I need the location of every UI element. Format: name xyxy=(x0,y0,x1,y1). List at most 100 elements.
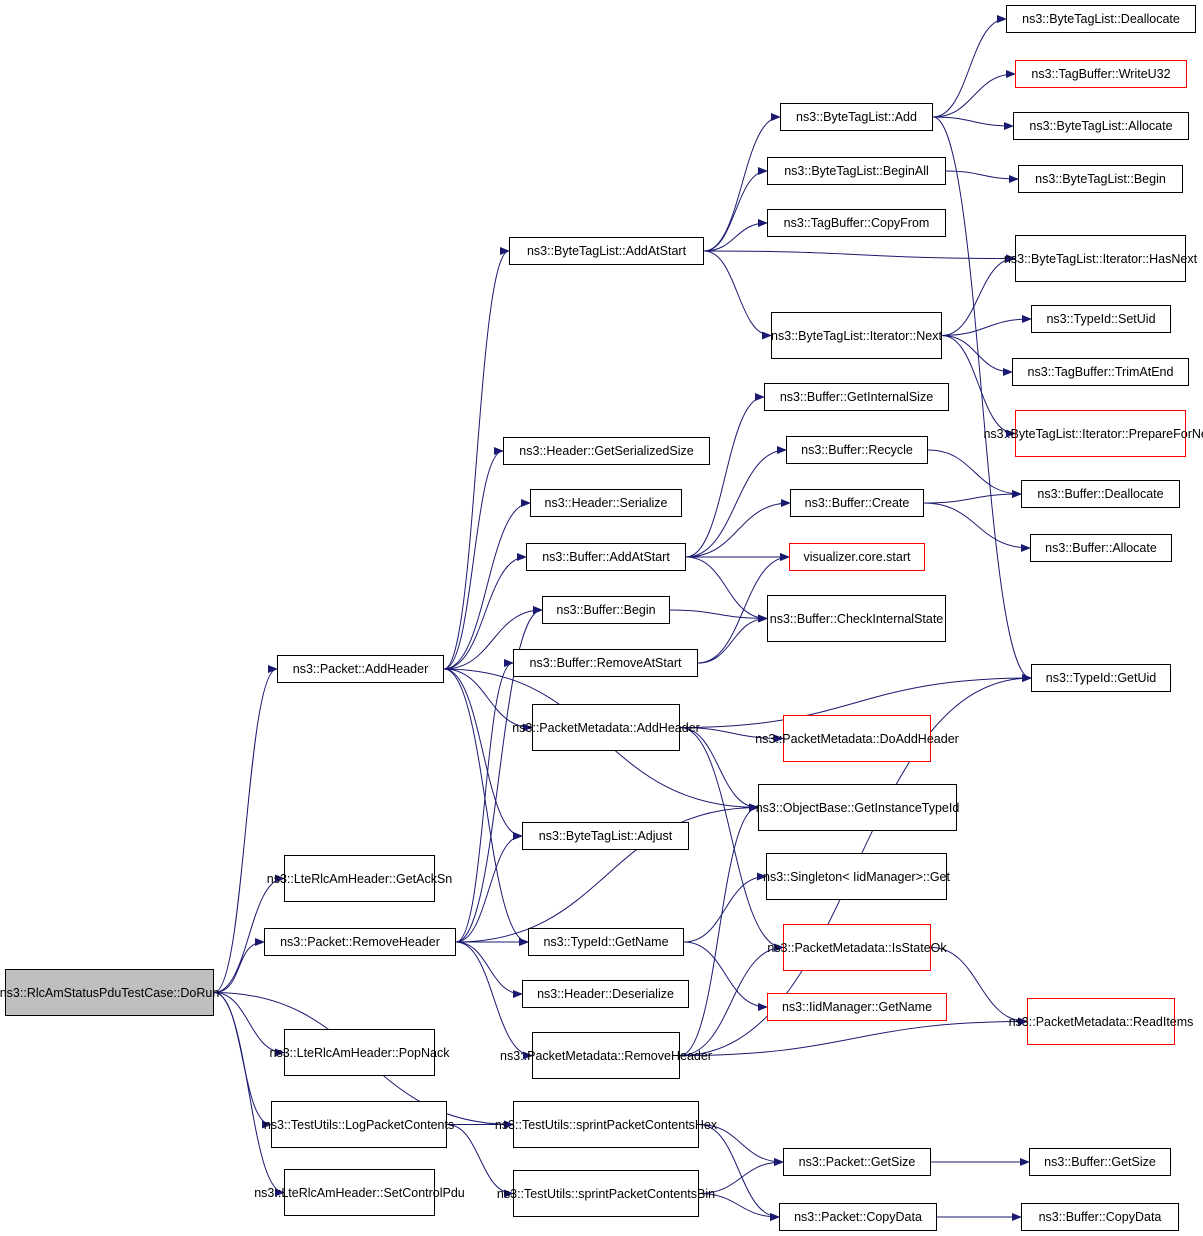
call-edge-tu_sprinthex-to-packet_getsize xyxy=(698,1124,784,1166)
node-label-line: ns3::TestUtils::sprintPacket xyxy=(496,1186,647,1201)
node-packet-getsize[interactable]: ns3::Packet::GetSize xyxy=(783,1148,931,1176)
node-label-line: ns3::ByteTagList::Adjust xyxy=(538,829,673,843)
node-buffer-recycle[interactable]: ns3::Buffer::Recycle xyxy=(786,436,928,464)
call-edge-buffer_create-to-buffer_allocate xyxy=(923,502,1031,552)
node-bytetaglist-iterator-next[interactable]: ns3::ByteTagList::Iterator::Next xyxy=(771,312,942,359)
node-bytetaglist-begin[interactable]: ns3::ByteTagList::Begin xyxy=(1018,165,1183,193)
call-edge-buffer_removeatstart-to-visualizer_start xyxy=(697,553,790,664)
call-edge-buffer_addatstart-to-buffer_getinternalsize xyxy=(685,393,765,558)
node-label-line: ::AddHeader xyxy=(629,720,700,735)
call-edge-buffer_addatstart-to-buffer_recycle xyxy=(685,446,787,558)
node-bytetaglist-iterator-hasnext[interactable]: ns3::ByteTagList::Iterator::HasNext xyxy=(1004,235,1197,282)
call-edge-root-to-lte_getacksn xyxy=(213,874,285,993)
node-packet-copydata[interactable]: ns3::Packet::CopyData xyxy=(779,1203,937,1231)
node-buffer-getinternalsize[interactable]: ns3::Buffer::GetInternalSize xyxy=(764,383,949,411)
node-label-line: ns3::Buffer::Deallocate xyxy=(1037,487,1164,501)
node-buffer-begin[interactable]: ns3::Buffer::Begin xyxy=(542,596,670,624)
call-edge-packet_removeheader-to-objectbase_getinstancetypeid xyxy=(455,803,759,943)
node-buffer-copydata[interactable]: ns3::Buffer::CopyData xyxy=(1021,1203,1179,1231)
node-bytetaglist-allocate[interactable]: ns3::ByteTagList::Allocate xyxy=(1013,112,1189,140)
node-packetmetadata-removeheader[interactable]: ns3::PacketMetadata::RemoveHeader xyxy=(500,1032,712,1079)
node-tagbuffer-trimatend[interactable]: ns3::TagBuffer::TrimAtEnd xyxy=(1012,358,1189,386)
node-buffer-create[interactable]: ns3::Buffer::Create xyxy=(790,489,924,517)
node-header-deserialize[interactable]: ns3::Header::Deserialize xyxy=(522,980,689,1008)
call-edge-testutils_logpacket-to-tu_sprintbin xyxy=(446,1124,514,1198)
node-label-line: ns3::TagBuffer::WriteU32 xyxy=(1031,67,1171,81)
call-edge-btl_addatstart-to-tagbuffer_copyfrom xyxy=(703,219,768,252)
node-label-line: ns3::TestUtils::LogPacket xyxy=(263,1117,405,1132)
node-packetmetadata-doaddheader[interactable]: ns3::PacketMetadata::DoAddHeader xyxy=(755,715,959,762)
call-edge-packet_removeheader-to-btl_adjust xyxy=(455,832,523,943)
call-edge-btl_addatstart-to-btl_iter_next xyxy=(703,250,772,340)
node-buffer-addatstart[interactable]: ns3::Buffer::AddAtStart xyxy=(526,543,686,571)
call-edge-root-to-packet_removeheader xyxy=(213,938,265,993)
call-edge-packet_addheader-to-header_getserializedsize xyxy=(443,447,504,670)
node-bytetaglist-addatstart[interactable]: ns3::ByteTagList::AddAtStart xyxy=(509,237,704,265)
node-label-line: >::Get xyxy=(915,869,950,884)
node-lterlc-setcontrolpdu[interactable]: ns3::LteRlcAmHeader::SetControlPdu xyxy=(254,1169,465,1216)
node-label-line: ::IsStateOk xyxy=(884,940,947,955)
node-label-line: ::PopNack xyxy=(391,1045,450,1060)
call-edge-typeid_getname-to-singleton_get xyxy=(683,872,767,943)
node-ltercl-getacksn[interactable]: ns3::LteRlcAmHeader::GetAckSn xyxy=(267,855,452,902)
node-typeid-setuid[interactable]: ns3::TypeId::SetUid xyxy=(1031,305,1171,333)
node-visualizer-core-start[interactable]: visualizer.core.start xyxy=(789,543,925,571)
node-packet-addheader[interactable]: ns3::Packet::AddHeader xyxy=(277,655,444,683)
node-label-line: ns3::Header::GetSerializedSize xyxy=(519,444,694,458)
node-bytetaglist-add[interactable]: ns3::ByteTagList::Add xyxy=(780,103,933,131)
call-edge-pm_removeheader-to-pm_isstateok xyxy=(679,943,784,1056)
call-edge-pm_isstateok-to-pm_readitems xyxy=(930,947,1028,1026)
node-packetmetadata-addheader[interactable]: ns3::PacketMetadata::AddHeader xyxy=(512,704,700,751)
node-packetmetadata-readitems[interactable]: ns3::PacketMetadata::ReadItems xyxy=(1009,998,1193,1045)
node-label-line: ns3::Header::Serialize xyxy=(544,496,668,510)
node-buffer-getsize[interactable]: ns3::Buffer::GetSize xyxy=(1029,1148,1171,1176)
node-packetmetadata-isstateok[interactable]: ns3::PacketMetadata::IsStateOk xyxy=(767,924,947,971)
call-edge-packet_addheader-to-pm_addheader xyxy=(443,668,533,732)
node-label-line: ::SetControlPdu xyxy=(376,1185,465,1200)
node-label-line: TypeId xyxy=(921,800,960,815)
node-label-line: ns3::TestUtils::sprintPacket xyxy=(494,1117,645,1132)
call-edge-btl_iter_next-to-btl_iter_hasnext xyxy=(941,254,1016,336)
node-lterlc-popnack[interactable]: ns3::LteRlcAmHeader::PopNack xyxy=(270,1029,449,1076)
node-buffer-allocate[interactable]: ns3::Buffer::Allocate xyxy=(1030,534,1172,562)
node-label-line: Contents xyxy=(404,1117,455,1132)
node-typeid-getname[interactable]: ns3::TypeId::GetName xyxy=(528,928,684,956)
node-header-getserializedsize[interactable]: ns3::Header::GetSerializedSize xyxy=(503,437,710,465)
node-label-line: ns3::RlcAmStatusPduTestCase xyxy=(0,985,174,1000)
node-rlcamstatuspdutestcase-dorun[interactable]: ns3::RlcAmStatusPduTestCase::DoRun xyxy=(0,969,219,1016)
node-label-line: ns3::ByteTagList::Begin xyxy=(1035,172,1166,186)
node-singleton-iidmanager-get[interactable]: ns3::Singleton< IidManager>::Get xyxy=(763,853,950,900)
call-edge-packet_removeheader-to-header_deserialize xyxy=(455,941,523,998)
node-label-line: ::DoAddHeader xyxy=(872,731,959,746)
node-header-serialize[interactable]: ns3::Header::Serialize xyxy=(530,489,682,517)
call-edge-packet_addheader-to-typeid_getname xyxy=(443,668,529,946)
node-typeid-getuid[interactable]: ns3::TypeId::GetUid xyxy=(1031,664,1171,692)
node-label-line: ns3::LteRlcAmHeader xyxy=(254,1185,377,1200)
node-label-line: ::GetAckSn xyxy=(389,871,453,886)
node-bytetaglist-iterator-preparefornext[interactable]: ns3::ByteTagList::Iterator::PrepareForNe… xyxy=(983,410,1203,457)
node-label-line: ns3::TagBuffer::TrimAtEnd xyxy=(1027,365,1174,379)
node-bytetaglist-deallocate[interactable]: ns3::ByteTagList::Deallocate xyxy=(1006,5,1196,33)
node-packet-removeheader[interactable]: ns3::Packet::RemoveHeader xyxy=(264,928,456,956)
node-buffer-removeatstart[interactable]: ns3::Buffer::RemoveAtStart xyxy=(513,649,698,677)
node-label-line: ns3::Packet::RemoveHeader xyxy=(280,935,440,949)
node-tagbuffer-writeu32[interactable]: ns3::TagBuffer::WriteU32 xyxy=(1015,60,1187,88)
call-edge-btl_addatstart-to-btl_iter_hasnext xyxy=(703,250,1016,263)
call-edge-btl_iter_next-to-tagbuffer_trimatend xyxy=(941,335,1013,376)
call-edge-typeid_getname-to-iidmanager_getname xyxy=(683,941,768,1011)
call-edge-root-to-lte_setcontrolpdu xyxy=(213,992,285,1197)
node-bytetaglist-beginall[interactable]: ns3::ByteTagList::BeginAll xyxy=(767,157,946,185)
node-label-line: ns3::Packet::CopyData xyxy=(794,1210,922,1224)
node-tagbuffer-copyfrom[interactable]: ns3::TagBuffer::CopyFrom xyxy=(767,209,946,237)
call-edge-buffer_create-to-buffer_deallocate xyxy=(923,490,1022,504)
node-buffer-deallocate[interactable]: ns3::Buffer::Deallocate xyxy=(1021,480,1180,508)
call-edge-pm_removeheader-to-objectbase_getinstancetypeid xyxy=(679,803,759,1056)
node-bytetaglist-adjust[interactable]: ns3::ByteTagList::Adjust xyxy=(522,822,689,850)
node-iidmanager-getname[interactable]: ns3::IidManager::GetName xyxy=(767,993,947,1021)
node-label-line: ns3::Buffer::CopyData xyxy=(1038,1210,1162,1224)
